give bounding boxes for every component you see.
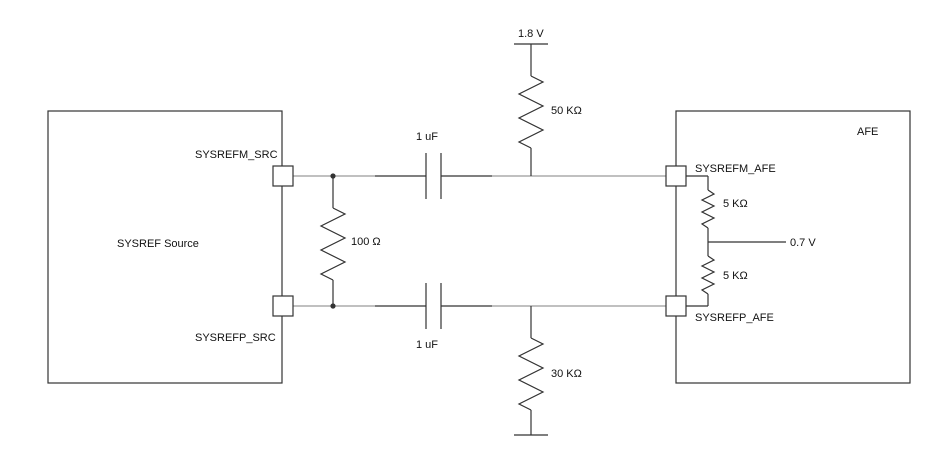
label-supply-voltage: 1.8 V: [518, 28, 544, 40]
label-sysrefm-afe: SYSREFM_AFE: [695, 163, 776, 175]
junction-dot-bottom: [330, 303, 336, 309]
label-sysrefp-src: SYSREFP_SRC: [195, 332, 276, 344]
label-res-pullup: 50 KΩ: [551, 105, 582, 117]
capacitor-top: [425, 153, 442, 199]
label-cap-bottom: 1 uF: [416, 339, 438, 351]
capacitor-bottom: [425, 283, 442, 329]
resistor-pulldown: [517, 306, 545, 435]
pin-sysrefp-src: [272, 295, 294, 317]
sysref-source-block: [47, 110, 283, 384]
label-sysrefp-afe: SYSREFP_AFE: [695, 312, 774, 324]
label-cap-top: 1 uF: [416, 131, 438, 143]
label-afe-block: AFE: [857, 126, 878, 138]
label-sysrefm-src: SYSREFM_SRC: [195, 149, 278, 161]
resistor-afe-top: [686, 175, 716, 242]
afe-block: [675, 110, 911, 384]
resistor-termination: [319, 176, 347, 306]
label-source-block: SYSREF Source: [117, 238, 199, 250]
label-bias-voltage: 0.7 V: [790, 237, 816, 249]
resistor-pullup: [517, 44, 545, 176]
label-res-afe-bottom: 5 KΩ: [723, 270, 748, 282]
resistor-afe-bottom: [686, 242, 716, 307]
label-res-termination: 100 Ω: [351, 236, 381, 248]
pin-sysrefm-afe: [665, 165, 687, 187]
pin-sysrefp-afe: [665, 295, 687, 317]
junction-dot-top: [330, 173, 336, 179]
pin-sysrefm-src: [272, 165, 294, 187]
label-res-pulldown: 30 KΩ: [551, 368, 582, 380]
label-res-afe-top: 5 KΩ: [723, 198, 748, 210]
